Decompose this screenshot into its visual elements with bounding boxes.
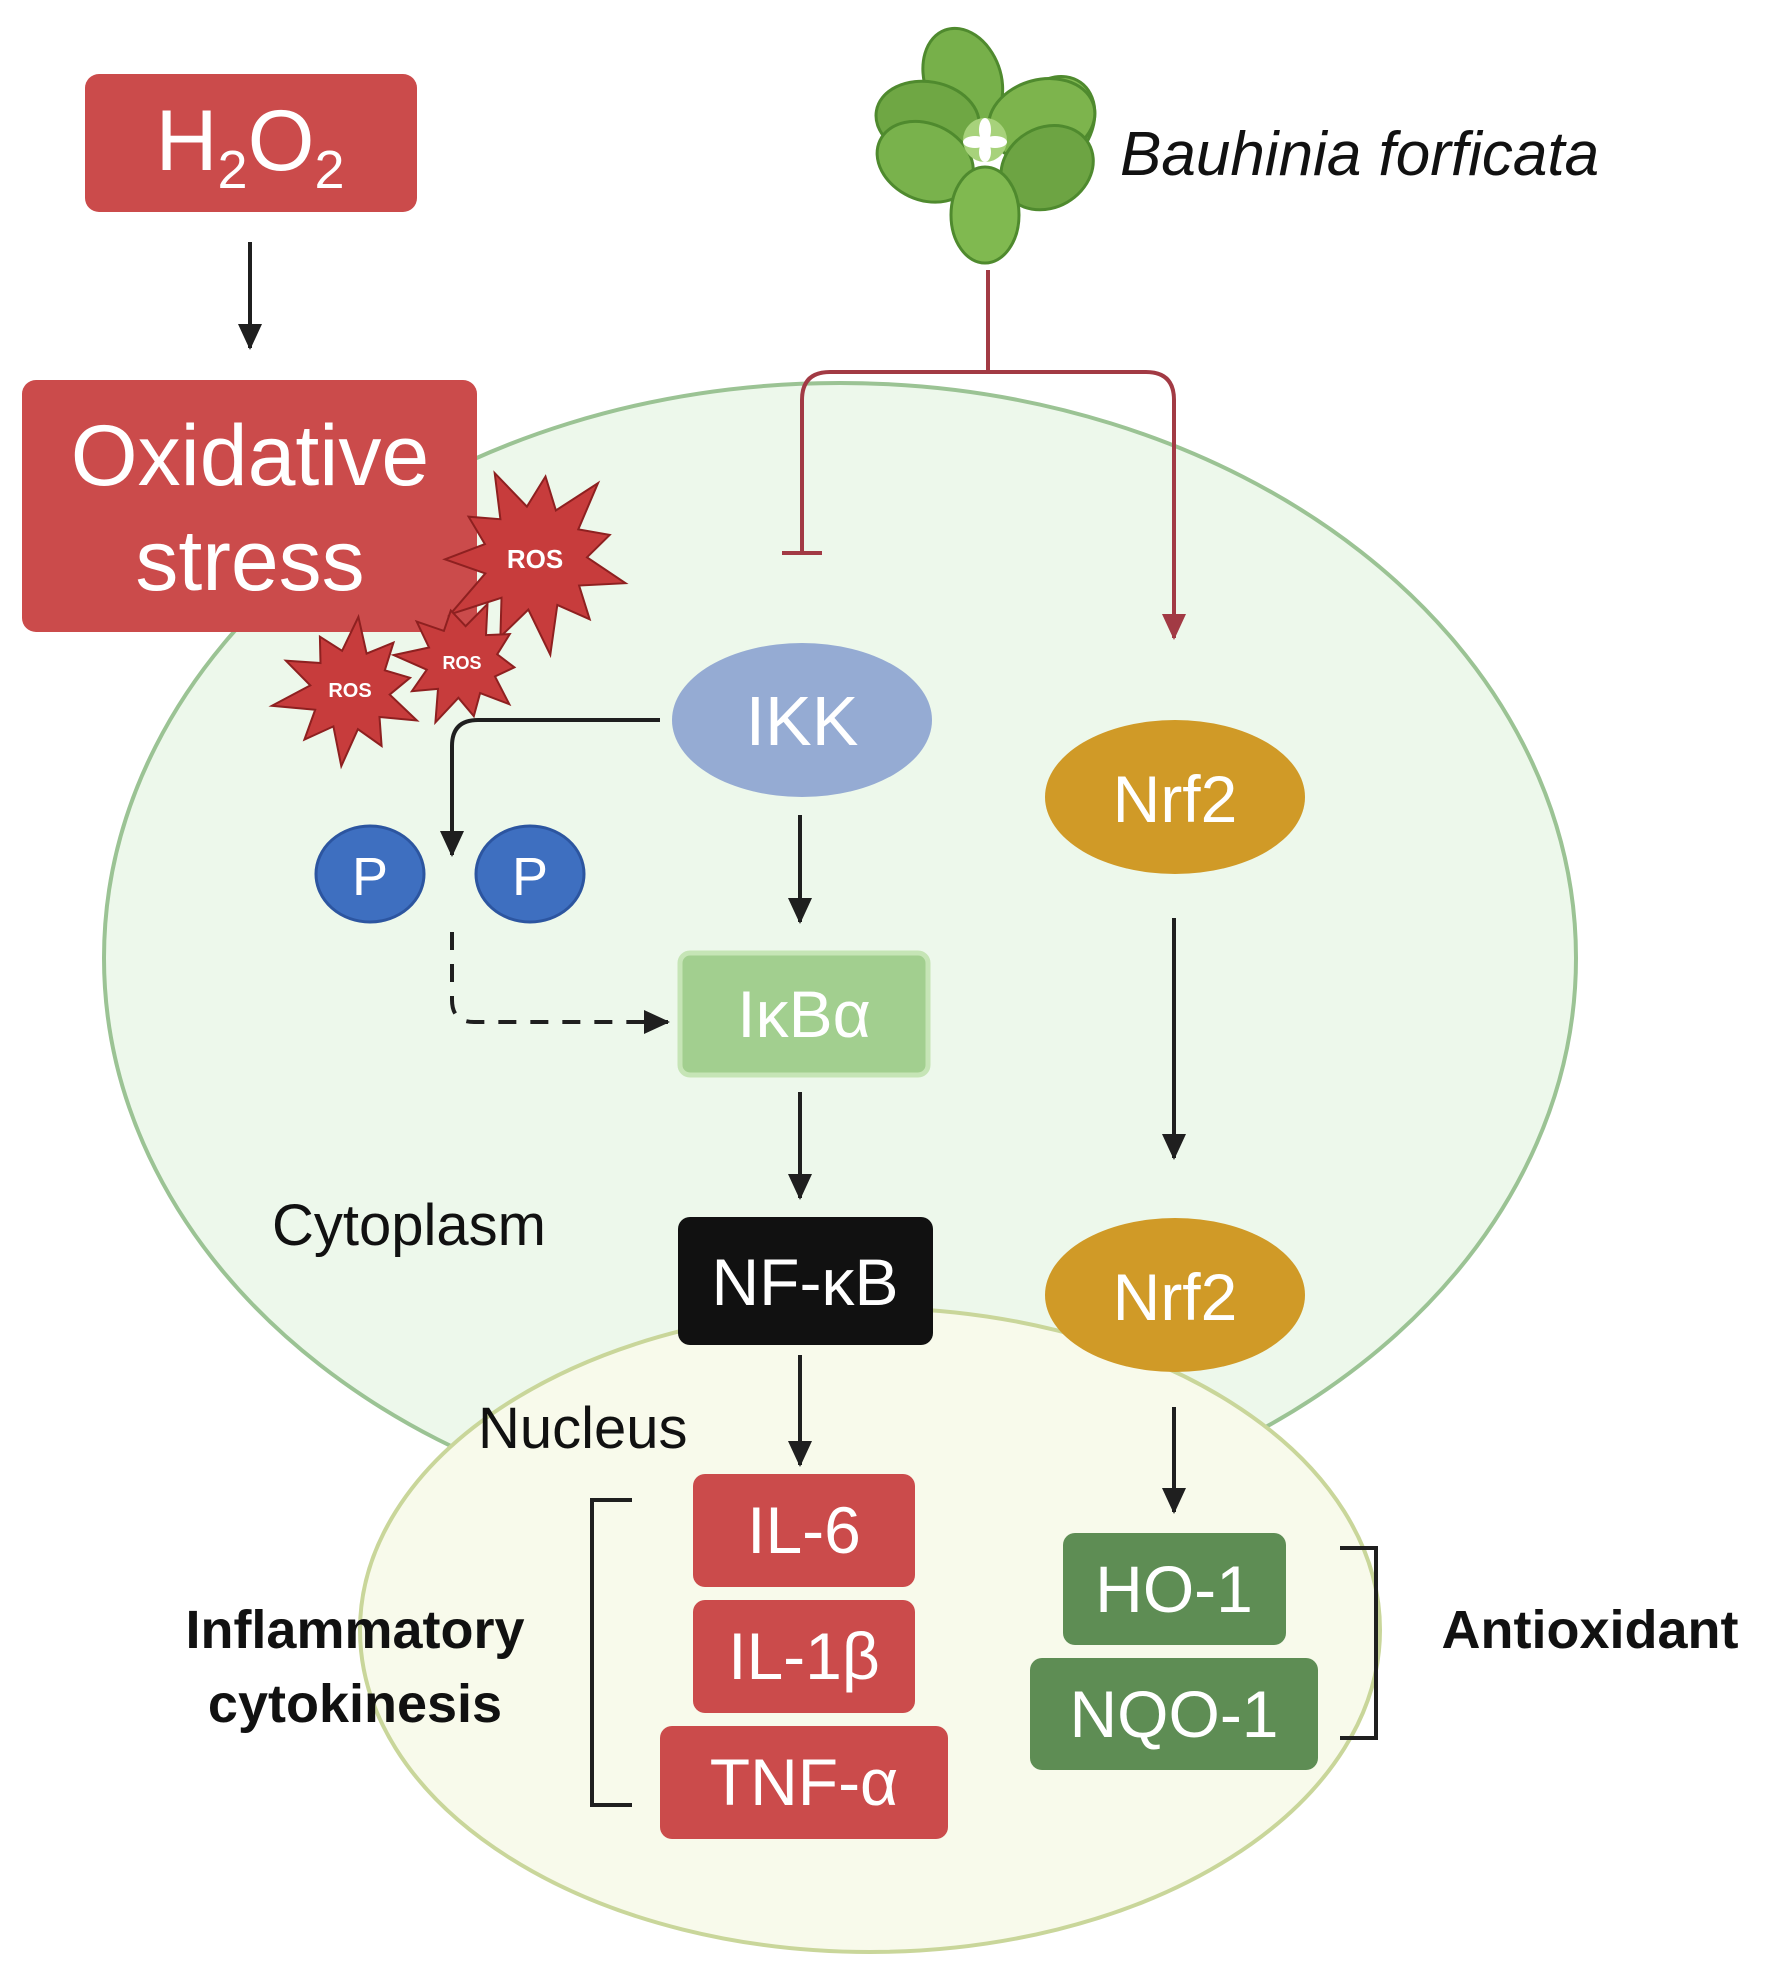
plant-icon — [874, 26, 1097, 265]
cytokine-label-il6: IL-6 — [747, 1493, 861, 1567]
phospho-group-2: P — [474, 824, 586, 924]
cytoplasm-label: Cytoplasm — [272, 1193, 546, 1258]
inflammatory-label-line2: cytokinesis — [208, 1674, 502, 1734]
antioxidant-label-ho1: HO-1 — [1095, 1552, 1253, 1626]
phospho-label-1: P — [352, 847, 388, 907]
nfkb-node: NF-κB — [678, 1217, 933, 1345]
cytokine-label-tnfa: TNF-α — [710, 1745, 898, 1819]
arrow-ikk-to-phospho — [440, 718, 660, 857]
ros-burst-large: ROS — [442, 470, 629, 659]
antioxidant-ho1: HO-1 — [1063, 1533, 1286, 1645]
nrf2-nucleus-label: Nrf2 — [1113, 1260, 1238, 1334]
activation-arrow-nrf2 — [988, 370, 1186, 640]
phospho-group-1: P — [314, 824, 426, 924]
antioxidant-label-nqo1: NQO-1 — [1069, 1677, 1278, 1751]
plant-name: Bauhinia forficata — [1120, 120, 1599, 189]
bracket-inflammatory — [590, 1498, 632, 1807]
cytokine-tnfa: TNF-α — [660, 1726, 948, 1839]
ros-label-3: ROS — [328, 680, 371, 702]
antioxidant-nqo1: NQO-1 — [1030, 1658, 1318, 1770]
nrf2-nucleus-node: Nrf2 — [1045, 1218, 1305, 1372]
phospho-label-2: P — [512, 847, 548, 907]
inflammatory-label-line1: Inflammatory — [185, 1600, 524, 1660]
plant-effect-lines — [782, 270, 1186, 640]
ikba-node: IκBα — [677, 950, 931, 1078]
ikk-node: IKK — [672, 643, 932, 797]
h2o2-box: H2O2 — [85, 74, 417, 212]
ros-label-1: ROS — [507, 544, 563, 574]
nrf2-cytoplasm-label: Nrf2 — [1113, 762, 1238, 836]
antioxidant-label: Antioxidant — [1442, 1600, 1739, 1660]
ikba-label: IκBα — [737, 977, 871, 1051]
nfkb-label: NF-κB — [712, 1245, 899, 1319]
ros-burst-medium: ROS — [390, 601, 517, 726]
cytokine-il1b: IL-1β — [693, 1600, 915, 1713]
dashed-arrow-phospho-to-ikba — [450, 932, 670, 1034]
bracket-antioxidant — [1340, 1546, 1378, 1740]
oxidative-stress-line1: Oxidative — [71, 408, 430, 504]
ros-label-2: ROS — [442, 653, 481, 673]
ikk-label: IKK — [746, 682, 859, 760]
h2o2-label: H2O2 — [155, 93, 344, 200]
nrf2-cytoplasm-node: Nrf2 — [1045, 720, 1305, 874]
cytokine-il6: IL-6 — [693, 1474, 915, 1587]
nucleus-label: Nucleus — [478, 1396, 688, 1461]
oxidative-stress-box: Oxidative stress — [22, 380, 477, 632]
ros-burst-small: ROS — [268, 613, 420, 770]
cytokine-label-il1b: IL-1β — [728, 1619, 880, 1693]
oxidative-stress-line2: stress — [135, 513, 364, 609]
